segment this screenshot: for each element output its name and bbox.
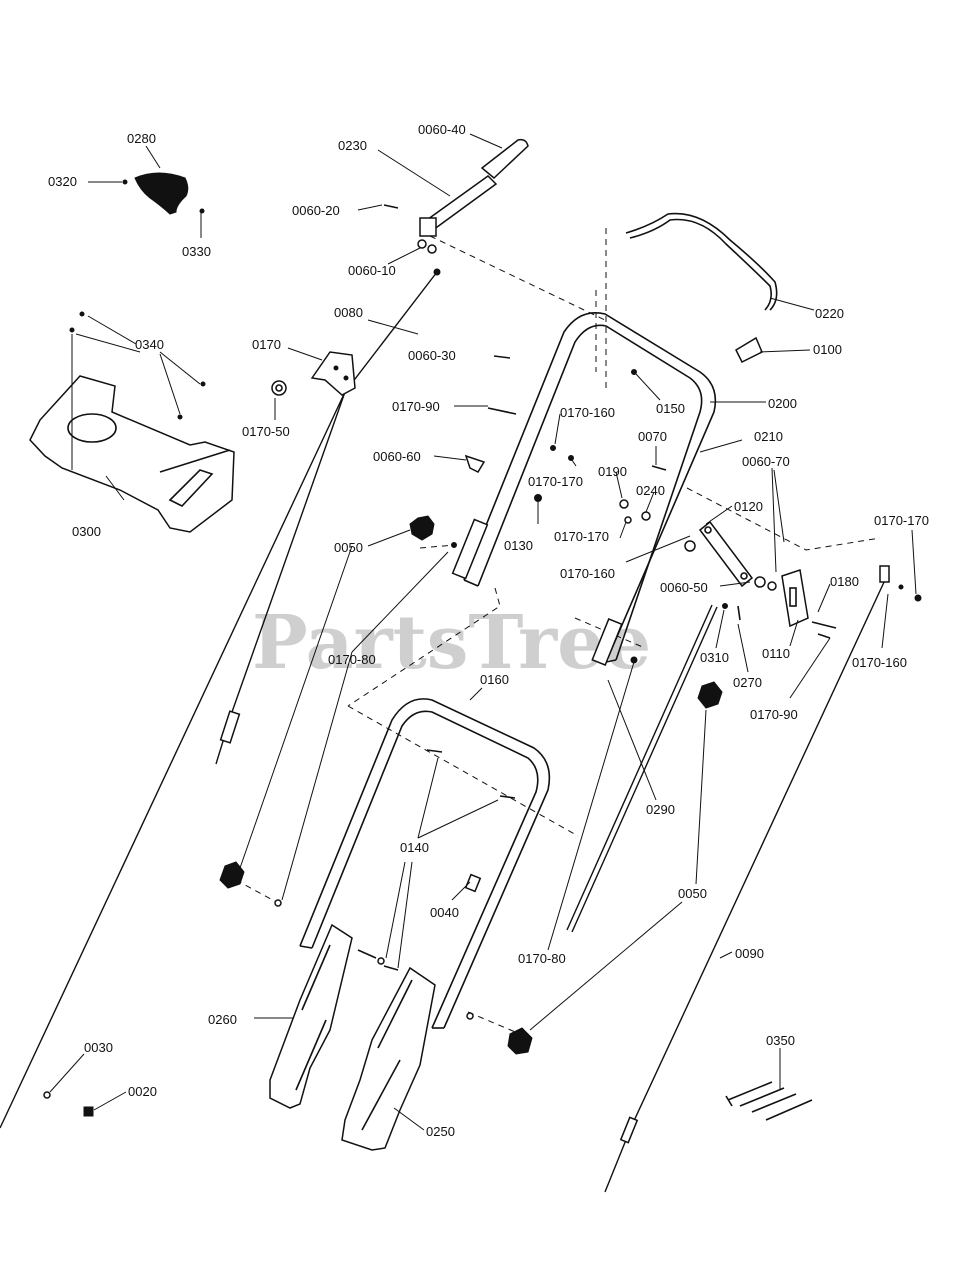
label-0170-80-lower: 0170-80 — [518, 951, 566, 966]
label-0070: 0070 — [638, 429, 667, 444]
label-0180: 0180 — [830, 574, 859, 589]
label-0170-160-right: 0170-160 — [852, 655, 907, 670]
label-0350: 0350 — [766, 1033, 795, 1048]
clip-0100 — [735, 336, 763, 364]
bracket-0110 — [781, 569, 837, 639]
label-0300: 0300 — [72, 524, 101, 539]
label-0290: 0290 — [646, 802, 675, 817]
label-0100: 0100 — [813, 342, 842, 357]
knob-0050-bottom — [466, 1012, 533, 1055]
label-0330: 0330 — [182, 244, 211, 259]
label-0020: 0020 — [128, 1084, 157, 1099]
label-0190: 0190 — [598, 464, 627, 479]
label-0320: 0320 — [48, 174, 77, 189]
small-hardware — [451, 355, 922, 664]
label-0040: 0040 — [430, 905, 459, 920]
label-0090: 0090 — [735, 946, 764, 961]
grommet-0170-50 — [271, 380, 287, 396]
label-0170-50: 0170-50 — [242, 424, 290, 439]
bolts-0140 — [357, 949, 399, 971]
knob-0050-left — [219, 861, 282, 907]
label-0160: 0160 — [480, 672, 509, 687]
label-0260: 0260 — [208, 1012, 237, 1027]
label-0170-80-upper: 0170-80 — [328, 652, 376, 667]
cable-long-left — [0, 391, 346, 1129]
bracket-0170 — [310, 351, 356, 396]
label-0210: 0210 — [754, 429, 783, 444]
label-0050-lower: 0050 — [678, 886, 707, 901]
label-0060-40: 0060-40 — [418, 122, 466, 137]
label-0150: 0150 — [656, 401, 685, 416]
label-0200: 0200 — [768, 396, 797, 411]
label-0060-20: 0060-20 — [292, 203, 340, 218]
label-0310: 0310 — [700, 650, 729, 665]
label-0120: 0120 — [734, 499, 763, 514]
label-0170: 0170 — [252, 337, 281, 352]
mounting-bracket-0260 — [269, 923, 353, 1109]
label-0240: 0240 — [636, 483, 665, 498]
label-0140: 0140 — [400, 840, 429, 855]
label-0130: 0130 — [504, 538, 533, 553]
label-0170-90-lower: 0170-90 — [750, 707, 798, 722]
knob-0050-top — [409, 515, 435, 541]
label-0230: 0230 — [338, 138, 367, 153]
cable-end-0170-170 — [879, 565, 890, 583]
label-0170-170-right: 0170-170 — [874, 513, 929, 528]
label-0060-60: 0060-60 — [373, 449, 421, 464]
part-labels: 0280 0320 0330 0230 0060-40 0060-20 0060… — [48, 122, 929, 1139]
label-0270: 0270 — [733, 675, 762, 690]
label-0170-160-mid: 0170-160 — [560, 566, 615, 581]
cable-0090 — [604, 579, 886, 1193]
rod-0290 — [566, 604, 718, 933]
leader-lines — [49, 133, 917, 1131]
handle-grip-0280 — [122, 172, 205, 215]
operator-bail-0220 — [625, 212, 778, 311]
label-0220: 0220 — [815, 306, 844, 321]
label-0280: 0280 — [127, 131, 156, 146]
label-0170-170-upper: 0170-170 — [528, 474, 583, 489]
label-0080: 0080 — [334, 305, 363, 320]
label-0170-160-upper: 0170-160 — [560, 405, 615, 420]
label-0110: 0110 — [762, 646, 790, 661]
upper-handle-0200 — [451, 312, 717, 666]
label-0170-170-mid: 0170-170 — [554, 529, 609, 544]
cable-0080 — [215, 268, 441, 765]
lever-0120 — [698, 520, 754, 588]
label-0030: 0030 — [84, 1040, 113, 1055]
label-0060-30: 0060-30 — [408, 348, 456, 363]
knob-0050-right — [697, 681, 723, 709]
label-0170-90-upper: 0170-90 — [392, 399, 440, 414]
mounting-bracket-0250 — [341, 966, 436, 1151]
control-panel-0300 — [29, 311, 235, 533]
label-0060-10: 0060-10 — [348, 263, 396, 278]
label-0340: 0340 — [135, 337, 164, 352]
label-0060-50: 0060-50 — [660, 580, 708, 595]
watermark: PartsTree — [252, 600, 651, 686]
hardware-0030-0020 — [43, 1091, 94, 1117]
label-0060-70: 0060-70 — [742, 454, 790, 469]
control-lever-0230 — [383, 138, 529, 254]
cable-ties-0350 — [725, 1081, 813, 1121]
lower-handle-0160 — [299, 698, 551, 1029]
label-0250: 0250 — [426, 1124, 455, 1139]
label-0050-upper: 0050 — [334, 540, 363, 555]
